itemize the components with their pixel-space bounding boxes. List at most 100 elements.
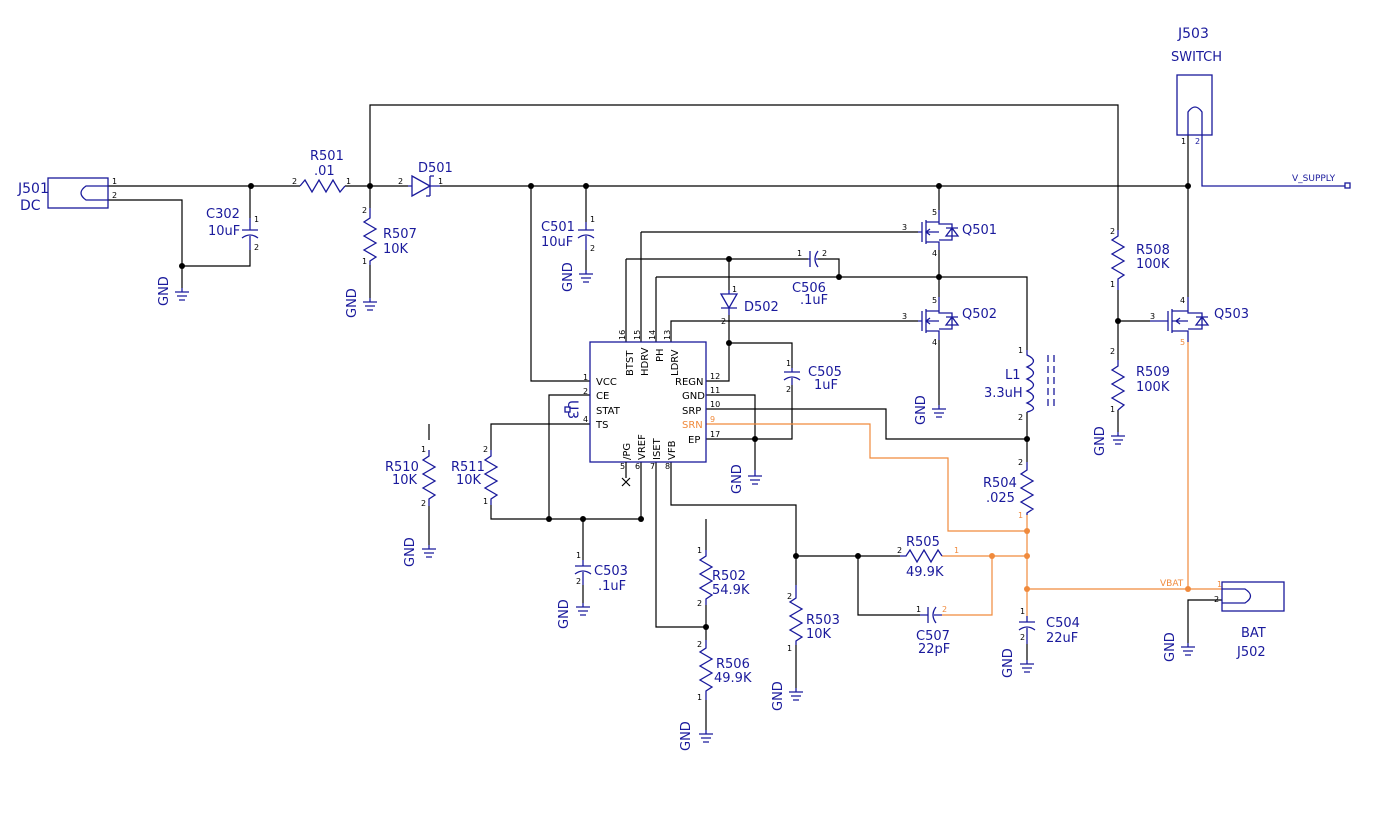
ground-symbol: GND — [403, 537, 436, 567]
r507-pin1: 1 — [362, 257, 367, 266]
q502-p3: 3 — [902, 312, 907, 321]
capacitor-c302: C302 10uF 1 2 — [206, 207, 259, 252]
ground-symbol: GND — [679, 721, 713, 751]
q503-p4: 4 — [1180, 296, 1185, 305]
svg-text:GND: GND — [1163, 632, 1178, 662]
j503-pin2: 2 — [1195, 137, 1200, 146]
ground-symbol: GND — [557, 599, 590, 629]
c504-pin2: 2 — [1020, 633, 1025, 642]
c302-pin1: 1 — [254, 215, 259, 224]
c302-pin2: 2 — [254, 243, 259, 252]
capacitor-c507: C507 22pF 1 2 — [916, 605, 950, 657]
r505-pin2: 2 — [897, 546, 902, 555]
j503-ref: J503 — [1177, 26, 1209, 42]
ic-pin-ep: EP — [688, 435, 700, 446]
c504-pin1: 1 — [1020, 607, 1025, 616]
r508-ref: R508 — [1136, 243, 1170, 258]
j502-value: BAT — [1241, 626, 1266, 641]
c504-ref: C504 — [1046, 616, 1080, 631]
ic-pin-vfb: VFB — [667, 440, 678, 460]
resistor-r506: R506 49.9K 2 1 — [697, 640, 752, 702]
wires — [108, 104, 1351, 730]
l1-pin1: 1 — [1018, 346, 1023, 355]
r510-pin1: 1 — [421, 445, 426, 454]
ground-symbol: GND — [1001, 648, 1034, 678]
q501-ref: Q501 — [962, 223, 997, 238]
ic-ref: U3 — [564, 400, 580, 419]
svg-text:GND: GND — [730, 464, 745, 494]
q502-p5: 5 — [932, 296, 937, 305]
ground-symbol: GND — [730, 464, 762, 494]
l1-ref: L1 — [1005, 368, 1021, 383]
ic-pin-stat: STAT — [596, 406, 621, 417]
r506-value: 49.9K — [714, 671, 752, 686]
r508-pin1: 1 — [1110, 280, 1115, 289]
ic-num-10: 10 — [710, 400, 720, 409]
ground-symbol: GND — [561, 262, 593, 292]
resistor-r502: R502 54.9K 1 2 — [697, 546, 750, 608]
ic-pin-gnd: GND — [682, 391, 705, 402]
r507-ref: R507 — [383, 227, 417, 242]
c506-pin2: 2 — [822, 249, 827, 258]
d501-ref: D501 — [418, 161, 453, 176]
j502-pin1: 1 — [1217, 580, 1222, 589]
resistor-r503: R503 10K 2 1 — [787, 585, 840, 653]
junctions — [179, 183, 1191, 630]
svg-text:GND: GND — [403, 537, 418, 567]
r504-pin1: 1 — [1018, 511, 1023, 520]
c507-pin1: 1 — [916, 605, 921, 614]
ground-symbols: GND GND GND GND GND GND GND — [157, 262, 1195, 751]
j502-pin2: 2 — [1214, 595, 1219, 604]
r509-ref: R509 — [1136, 365, 1170, 380]
c506-value: .1uF — [800, 293, 828, 308]
r503-pin1: 1 — [787, 644, 792, 653]
c503-value: .1uF — [598, 579, 626, 594]
ic-pin-ldrv: LDRV — [670, 349, 681, 376]
ic-num-11: 11 — [710, 386, 720, 395]
r510-value: 10K — [392, 473, 418, 488]
q501-p4: 4 — [932, 249, 937, 258]
r504-ref: R504 — [983, 476, 1017, 491]
r510-pin2: 2 — [421, 499, 426, 508]
q503-ref: Q503 — [1214, 307, 1249, 322]
r511-value: 10K — [456, 473, 482, 488]
ground-symbol: GND — [157, 276, 189, 306]
svg-text:GND: GND — [345, 288, 360, 318]
c501-pin1: 1 — [590, 215, 595, 224]
r501-ref: R501 — [310, 149, 344, 164]
c505-pin2: 2 — [786, 385, 791, 394]
r509-pin1: 1 — [1110, 405, 1115, 414]
r503-ref: R503 — [806, 613, 840, 628]
ground-symbol: GND — [1163, 632, 1195, 662]
q503-p3: 3 — [1150, 312, 1155, 321]
d502-pin1: 1 — [732, 285, 737, 294]
ic-pin-regn: REGN — [675, 377, 704, 388]
ic-pin-pg: /PG — [622, 443, 633, 460]
ic-pin-btst: BTST — [625, 350, 636, 376]
c507-ref: C507 — [916, 629, 950, 644]
resistor-r511: R511 10K 2 1 — [451, 445, 499, 506]
c501-ref: C501 — [541, 220, 575, 235]
d501-pin1: 1 — [438, 177, 443, 186]
ic-num-7: 7 — [650, 462, 655, 471]
c504-value: 22uF — [1046, 631, 1078, 646]
j501-pin1: 1 — [112, 177, 117, 186]
r509-pin2: 2 — [1110, 347, 1115, 356]
mosfet-q503: Q503 3 4 5 — [1150, 296, 1249, 347]
ic-num-8: 8 — [665, 462, 670, 471]
q501-p3: 3 — [902, 223, 907, 232]
v-supply-label: V_SUPPLY — [1292, 174, 1336, 184]
d501-pin2: 2 — [398, 177, 403, 186]
resistor-r505: R505 49.9K 2 1 — [897, 535, 959, 580]
c302-value: 10uF — [208, 224, 240, 239]
r505-value: 49.9K — [906, 565, 944, 580]
ic-num-6: 6 — [635, 462, 640, 471]
ic-num-12: 12 — [710, 372, 720, 381]
connector-j501: J501 DC 1 2 — [17, 177, 117, 214]
capacitor-c505: C505 1uF 1 2 — [783, 359, 842, 394]
l1-value: 3.3uH — [984, 386, 1023, 401]
r511-ref: R511 — [451, 460, 485, 475]
resistor-r504: R504 .025 2 1 — [983, 458, 1035, 520]
r506-pin2: 2 — [697, 640, 702, 649]
